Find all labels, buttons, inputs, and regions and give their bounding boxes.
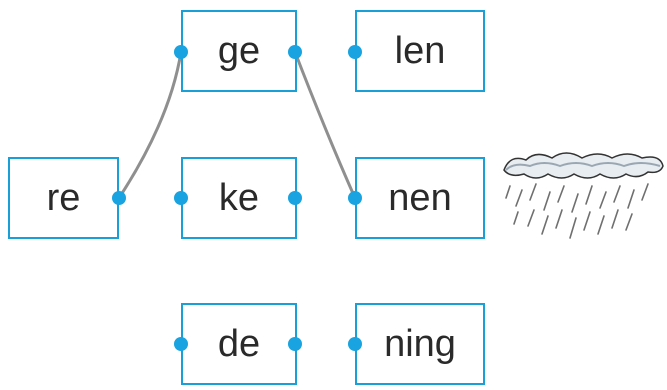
dot-de-right[interactable] bbox=[288, 337, 302, 351]
syllable-box-ge[interactable]: ge bbox=[181, 10, 297, 92]
dot-ning-left[interactable] bbox=[348, 337, 362, 351]
dot-ke-right[interactable] bbox=[288, 191, 302, 205]
dot-ge-right[interactable] bbox=[288, 45, 302, 59]
syllable-box-len[interactable]: len bbox=[355, 10, 485, 92]
syllable-box-de[interactable]: de bbox=[181, 303, 297, 385]
dot-de-left[interactable] bbox=[174, 337, 188, 351]
syllable-len: len bbox=[394, 29, 446, 72]
syllable-box-ning[interactable]: ning bbox=[355, 303, 485, 385]
dot-nen-left[interactable] bbox=[348, 191, 362, 205]
syllable-ge: ge bbox=[217, 29, 261, 72]
dot-re-right[interactable] bbox=[112, 191, 126, 205]
syllable-ning: ning bbox=[384, 322, 456, 365]
syllable-nen: nen bbox=[388, 176, 452, 219]
dot-ke-left[interactable] bbox=[174, 191, 188, 205]
syllable-ke: ke bbox=[218, 176, 260, 219]
syllable-box-re[interactable]: re bbox=[8, 157, 119, 239]
line-ge-nen bbox=[293, 51, 357, 199]
dot-len-left[interactable] bbox=[348, 45, 362, 59]
syllable-box-ke[interactable]: ke bbox=[181, 157, 297, 239]
syllable-re: re bbox=[46, 176, 81, 219]
rain-cloud-icon bbox=[503, 152, 664, 239]
line-re-ge bbox=[117, 51, 183, 199]
syllable-de: de bbox=[217, 322, 261, 365]
dot-ge-left[interactable] bbox=[174, 45, 188, 59]
syllable-box-nen[interactable]: nen bbox=[355, 157, 485, 239]
